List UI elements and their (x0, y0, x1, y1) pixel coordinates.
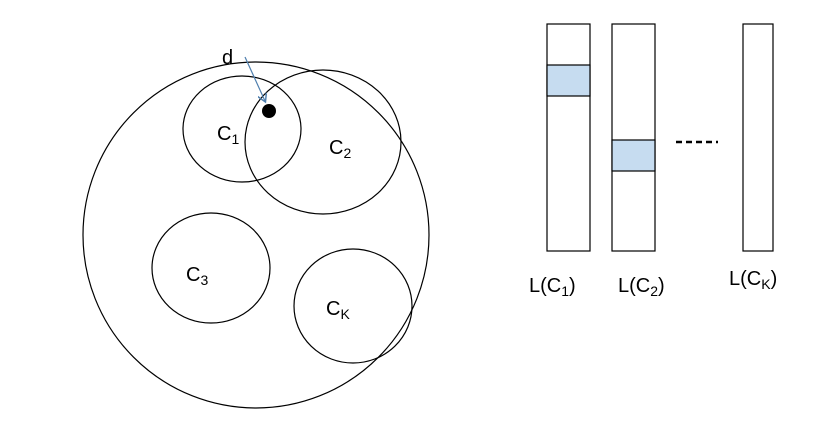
label-d: d (222, 47, 233, 69)
label-ck-sub: K (340, 306, 350, 322)
list-label-c1-sub: 1 (561, 283, 569, 299)
outer-circle (82, 61, 430, 409)
list-label-ck: L(CK) (729, 268, 777, 292)
cluster-circle-c3 (151, 212, 271, 324)
label-ck: CK (326, 298, 350, 322)
list-bar-c1 (546, 23, 591, 252)
list-bar-ck (742, 23, 774, 252)
arrow-d (244, 56, 265, 101)
label-c1-sub: 1 (231, 131, 239, 147)
cluster-circle-c1 (182, 75, 302, 183)
list-bar-c2-highlight (611, 139, 656, 172)
label-c2: C2 (329, 137, 351, 161)
cluster-circle-ck (293, 248, 413, 364)
list-label-c2: L(C2) (618, 275, 665, 299)
label-c2-sub: 2 (343, 145, 351, 161)
label-c3-sub: 3 (200, 272, 208, 288)
label-c3: C3 (186, 264, 208, 288)
list-bar-c1-highlight (546, 64, 591, 97)
list-label-ck-sub: K (761, 276, 771, 292)
data-point-d (262, 104, 276, 118)
list-label-c1: L(C1) (529, 275, 576, 299)
list-bar-c2 (611, 23, 656, 252)
list-label-c2-sub: 2 (650, 283, 658, 299)
cluster-circle-c2 (244, 69, 402, 215)
label-c1: C1 (217, 123, 239, 147)
